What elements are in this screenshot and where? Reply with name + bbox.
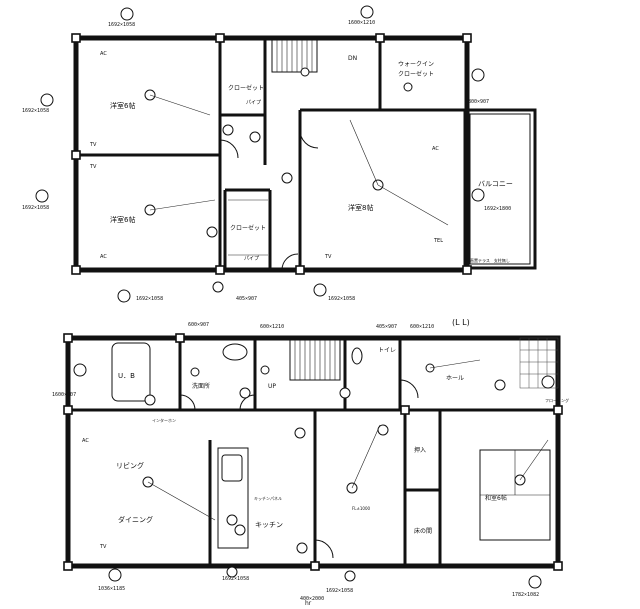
pipe-label-1: パイプ (246, 100, 261, 106)
room-youshitsu8: 洋室8帖 (348, 203, 373, 212)
walkin-label: ウォークイン (398, 60, 434, 68)
hole-label: FL±1000 (352, 506, 371, 511)
closet-label-1: クローゼット (228, 84, 264, 92)
balcony-outline (463, 108, 537, 270)
dim-label-18: 1692×1058 (222, 576, 249, 582)
dim-label-13: 600×1210 (410, 324, 434, 330)
handwritten-note: (L L) (452, 318, 470, 327)
dim-label-14: 1600×907 (52, 392, 76, 398)
tel-mark-1: TEL (433, 238, 443, 244)
balcony-label: バルコニー (478, 180, 513, 188)
kitchen-panel-label: キッチンパネル (254, 495, 282, 501)
room-dining: ダイニング (118, 515, 153, 524)
lower-floor-plan: リビング ダイニング キッチン キッチンパネル 洗面所 U．B UP トイレ ホ… (52, 318, 569, 607)
stairs-upper (276, 40, 313, 72)
dim-label-12: 405×907 (376, 324, 397, 330)
dim-label-5: 1692×1800 (484, 206, 511, 212)
handwritten-mark: hr (305, 600, 312, 607)
room-youshitsu6-b: 洋室6帖 (110, 215, 135, 224)
terrace-label: 直置テラス 支柱無し (470, 257, 510, 263)
dim-label-10: 600×907 (188, 322, 209, 328)
room-living: リビング (116, 461, 144, 470)
entry-tile-grid (519, 337, 559, 389)
dim-label-1: 1692×1058 (108, 22, 135, 28)
dim-label-11: 600×1210 (260, 324, 284, 330)
room-hall: ホール (446, 375, 464, 382)
room-ub: U．B (118, 372, 135, 380)
lower-outer-wall (65, 335, 561, 569)
dim-label-3: 800×907 (468, 99, 489, 105)
dim-label-6: 1692×1058 (22, 205, 49, 211)
dim-label-2: 1600×1210 (348, 20, 375, 26)
stairs-lower (289, 339, 341, 381)
walkin-label-2: クローゼット (398, 70, 434, 78)
pipe-label-2: パイプ (244, 256, 259, 262)
room-oshiire: 押入 (414, 446, 426, 454)
room-youshitsu6-a: 洋室6帖 (110, 101, 135, 110)
ac-mark-1: AC (100, 51, 107, 57)
dim-label-17: 1782×1082 (512, 592, 539, 598)
room-toilet: トイレ (378, 347, 396, 354)
intercom-label: インターホン (152, 417, 176, 423)
room-washroom: 洗面所 (192, 382, 210, 390)
dim-label-15: 1036×1185 (98, 586, 125, 592)
room-tokonoma: 床の間 (414, 527, 432, 535)
room-kitchen: キッチン (255, 521, 283, 529)
room-washitsu: 和室6帖 (485, 494, 507, 502)
dim-label-7: 1692×1058 (136, 296, 163, 302)
dim-label-16: 1692×1058 (326, 588, 353, 594)
closet-label-2: クローゼット (230, 224, 266, 232)
floor-label: フローリング (545, 397, 569, 403)
dim-label-19: 400×2000 (300, 596, 324, 602)
stairs-dn-label: DN (348, 55, 357, 62)
dim-label-9: 1692×1058 (328, 296, 355, 302)
tv-mark-3: TV (324, 254, 332, 260)
dim-label-4: 1692×1058 (22, 108, 49, 114)
ac-mark-4: AC (82, 438, 89, 444)
ac-mark-3: AC (432, 146, 439, 152)
dim-label-8: 405×907 (236, 296, 257, 302)
tv-mark-1: TV (89, 142, 97, 148)
ac-mark-2: AC (100, 254, 107, 260)
stairs-up-label: UP (268, 383, 276, 390)
tv-mark-4: TV (99, 544, 107, 550)
upper-floor-plan: 洋室6帖 洋室6帖 洋室8帖 クローゼット クローゼット ウォークイン クローゼ… (22, 5, 537, 303)
tv-mark-2: TV (89, 164, 97, 170)
